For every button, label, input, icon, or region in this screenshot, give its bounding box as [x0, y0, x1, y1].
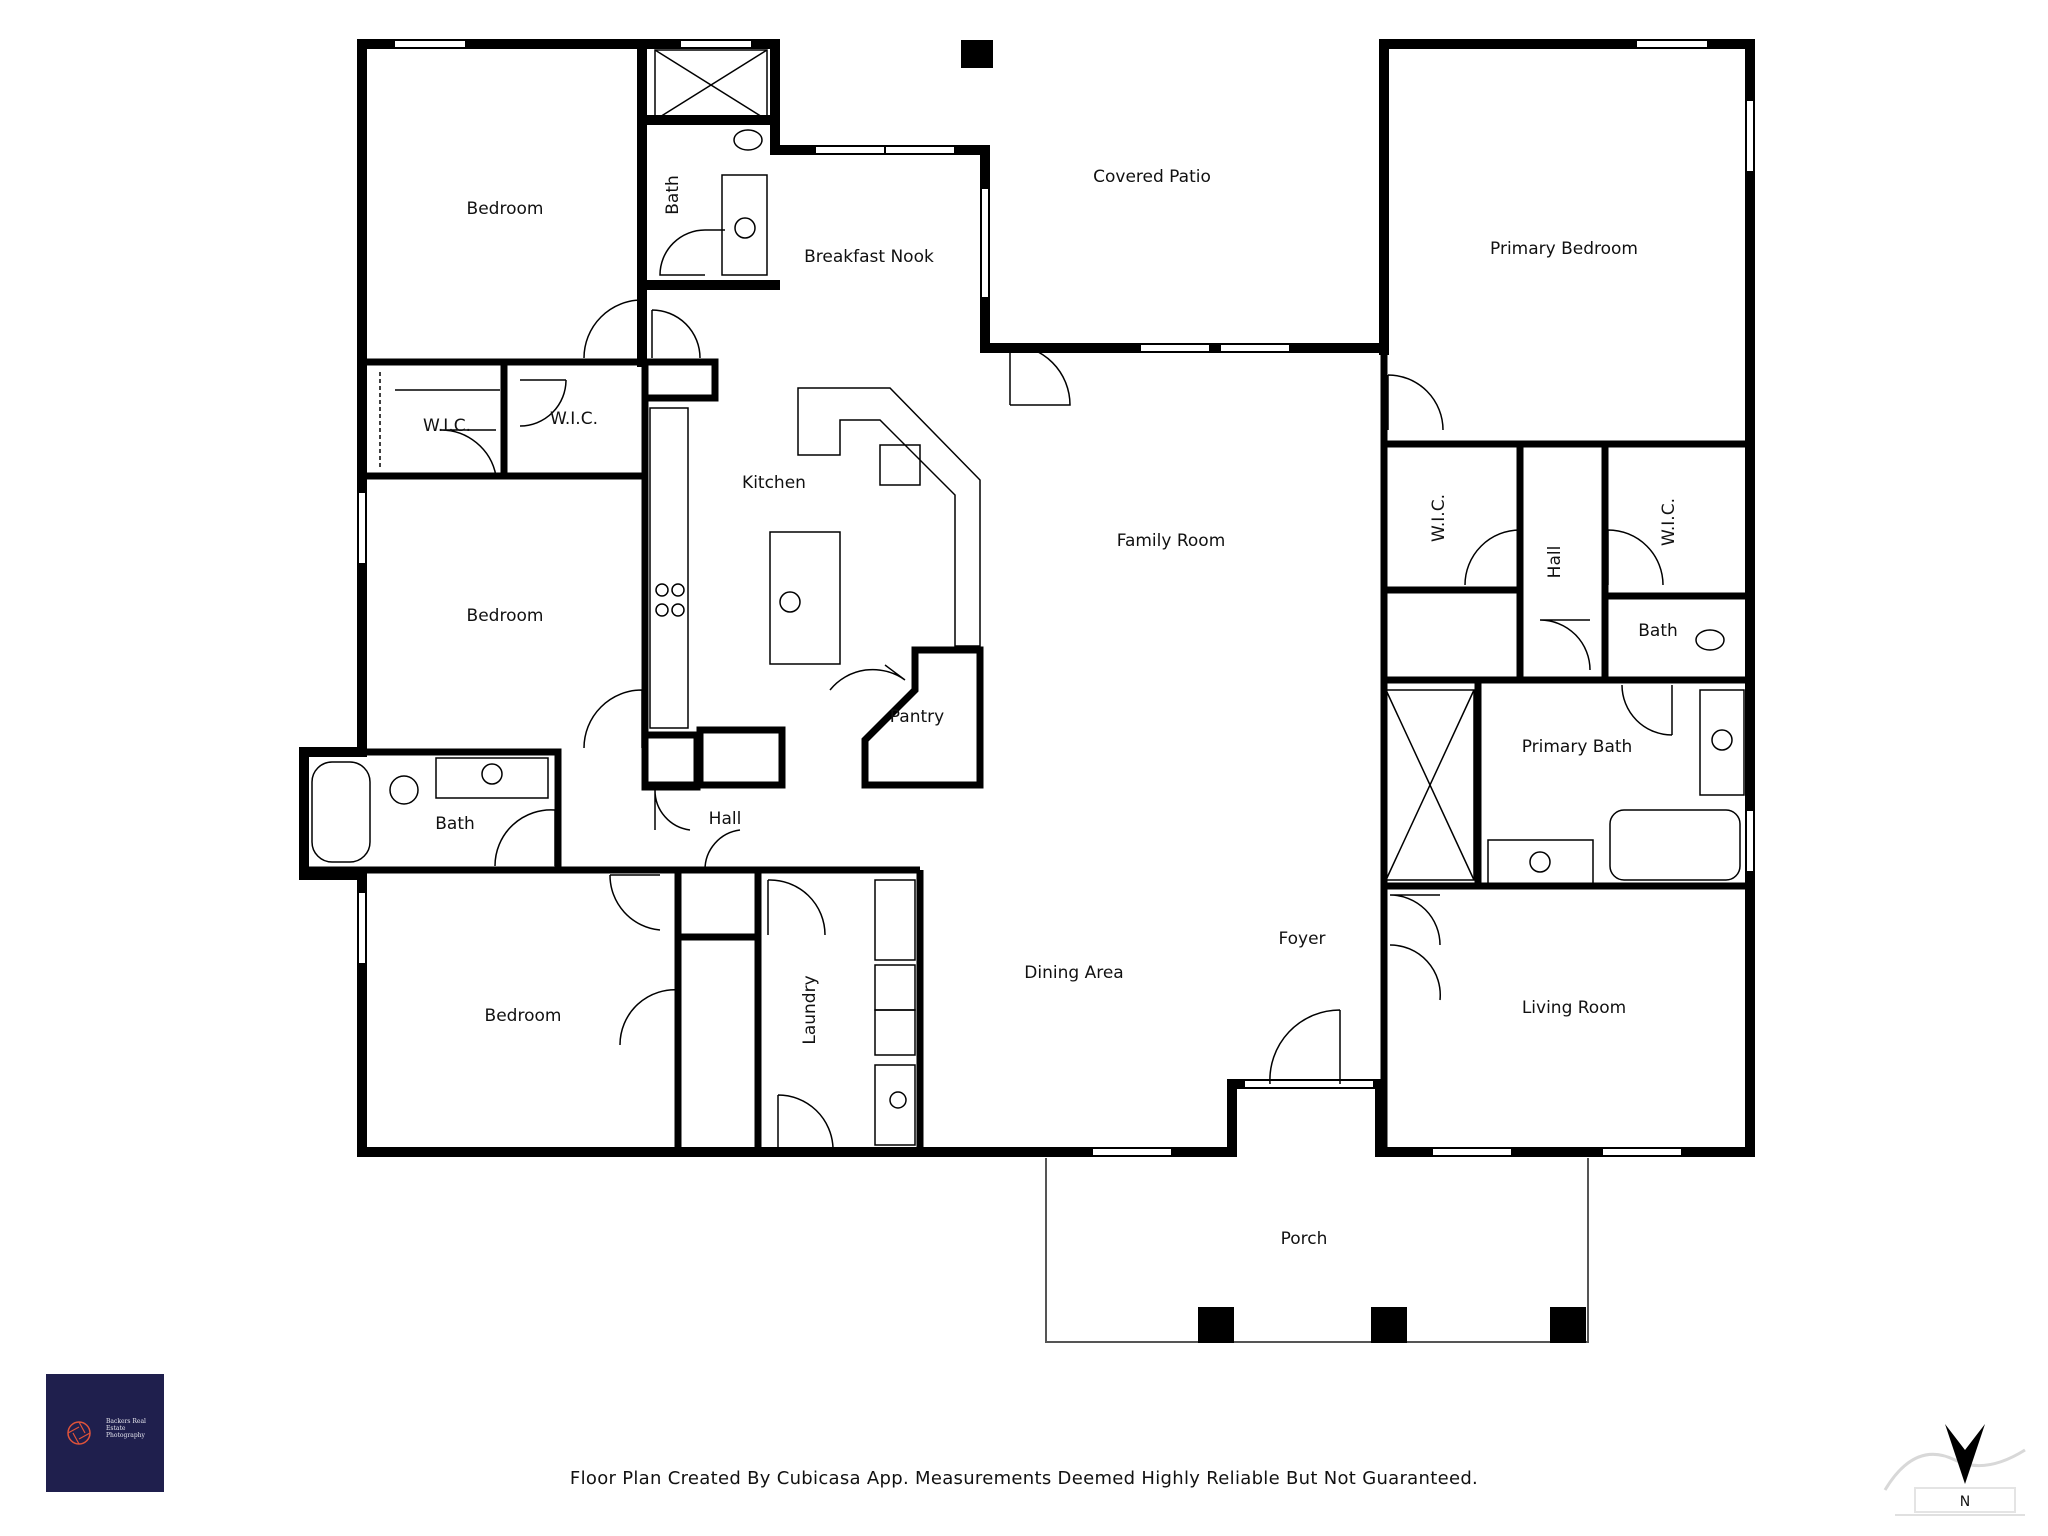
logo-text: Backers Real Estate Photography: [106, 1418, 146, 1439]
label-pantry: Pantry: [890, 707, 944, 727]
interior-walls: [304, 350, 1750, 1152]
label-living-room: Living Room: [1522, 998, 1626, 1018]
label-wic-left: W.I.C.: [423, 416, 471, 436]
label-family-room: Family Room: [1117, 531, 1226, 551]
label-wic-right: W.I.C.: [550, 409, 598, 429]
aperture-icon: [67, 1421, 91, 1445]
label-bath-west: Bath: [435, 814, 475, 834]
label-hall-center: Hall: [709, 809, 742, 829]
label-bedroom-nw: Bedroom: [467, 199, 544, 219]
doors: [439, 229, 1673, 1149]
north-arrow-icon: N: [1945, 1424, 1985, 1510]
label-covered-patio: Covered Patio: [1093, 167, 1211, 187]
room-labels: Bedroom Bath Breakfast Nook Covered Pati…: [423, 167, 1679, 1249]
label-wic-primary-left: W.I.C.: [1429, 494, 1449, 542]
label-laundry: Laundry: [800, 975, 820, 1044]
windows: [357, 39, 1755, 1157]
photographer-logo: Backers Real Estate Photography: [46, 1374, 164, 1492]
label-breakfast-nook: Breakfast Nook: [804, 247, 934, 267]
label-dining-area: Dining Area: [1024, 963, 1123, 983]
fixtures: [311, 49, 1745, 1146]
label-hall-primary: Hall: [1545, 546, 1565, 579]
label-bedroom-sw: Bedroom: [485, 1006, 562, 1026]
label-primary-bath: Primary Bath: [1522, 737, 1633, 757]
mls-watermark-icon: [1883, 1448, 2026, 1516]
label-foyer: Foyer: [1278, 929, 1325, 949]
compass-label: N: [1960, 1494, 1970, 1510]
label-porch: Porch: [1281, 1229, 1328, 1249]
label-kitchen: Kitchen: [742, 473, 806, 493]
label-primary-bedroom: Primary Bedroom: [1490, 239, 1638, 259]
porch-outline: [1045, 1158, 1589, 1343]
disclaimer-note: Floor Plan Created By Cubicasa App. Meas…: [569, 1468, 1479, 1489]
label-bath-top: Bath: [663, 175, 683, 215]
patio-post: [961, 40, 993, 68]
label-bedroom-mid: Bedroom: [467, 606, 544, 626]
label-wic-primary-right: W.I.C.: [1659, 498, 1679, 546]
label-bath-primary-small: Bath: [1638, 621, 1678, 641]
